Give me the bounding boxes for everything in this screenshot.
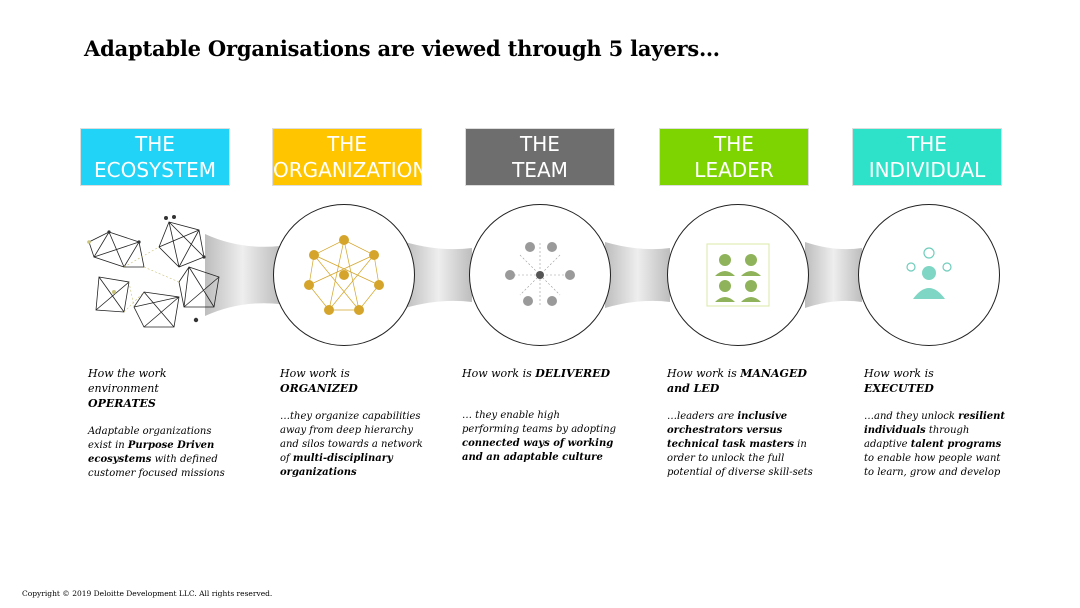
how-line: How work is DELIVERED — [462, 367, 611, 380]
layer-description-leader: How work is MANAGED and LED …leaders are… — [667, 366, 817, 480]
layer-header-individual: THE INDIVIDUAL — [852, 128, 1002, 186]
network-cluster-icon — [87, 215, 220, 328]
layer-header-line1: THE — [520, 132, 560, 156]
layer-header-line2: LEADER — [694, 158, 774, 182]
layer-header-team: THE TEAM — [465, 128, 615, 186]
layer-header-line2: INDIVIDUAL — [868, 158, 986, 182]
layer-header-ecosystem: THE ECOSYSTEM — [80, 128, 230, 186]
copyright-notice: Copyright © 2019 Deloitte Development LL… — [22, 589, 273, 598]
layer-header-line2: ORGANIZATION — [273, 158, 428, 182]
body-text: …they organize capabilities away from de… — [280, 411, 423, 478]
leaders-icon — [706, 243, 770, 307]
layer-header-organization: THE ORGANIZATION — [272, 128, 428, 186]
body-text: …and they unlock resilient individuals t… — [864, 411, 1006, 478]
layer-header-line2: ECOSYSTEM — [93, 158, 217, 182]
layer-description-team: How work is DELIVERED … they enable high… — [462, 366, 617, 465]
connector-3 — [605, 242, 670, 308]
layer-circle-leader — [667, 204, 809, 346]
connector-4 — [805, 242, 862, 308]
body-text: …leaders are inclusive orchestrators ver… — [667, 411, 813, 478]
body-text: … they enable high performing teams by a… — [462, 410, 617, 463]
layer-header-line1: THE — [135, 132, 175, 156]
layer-circle-organization — [273, 204, 415, 346]
layer-circle-team — [469, 204, 611, 346]
layer-header-line1: THE — [327, 132, 367, 156]
team-people-icon — [505, 242, 575, 307]
individual-person-icon — [906, 247, 952, 299]
organization-network-icon — [304, 235, 384, 315]
layer-circle-individual — [858, 204, 1000, 346]
layer-header-leader: THE LEADER — [659, 128, 809, 186]
layer-header-line2: TEAM — [512, 158, 568, 182]
layer-header-line1: THE — [714, 132, 754, 156]
layer-header-line1: THE — [907, 132, 947, 156]
body-text: Adaptable organizations exist in Purpose… — [88, 426, 225, 479]
how-line: How work is MANAGED and LED — [667, 367, 807, 395]
connector-2 — [405, 242, 472, 308]
connector-1 — [205, 234, 280, 316]
page-title: Adaptable Organisations are viewed throu… — [84, 36, 720, 61]
